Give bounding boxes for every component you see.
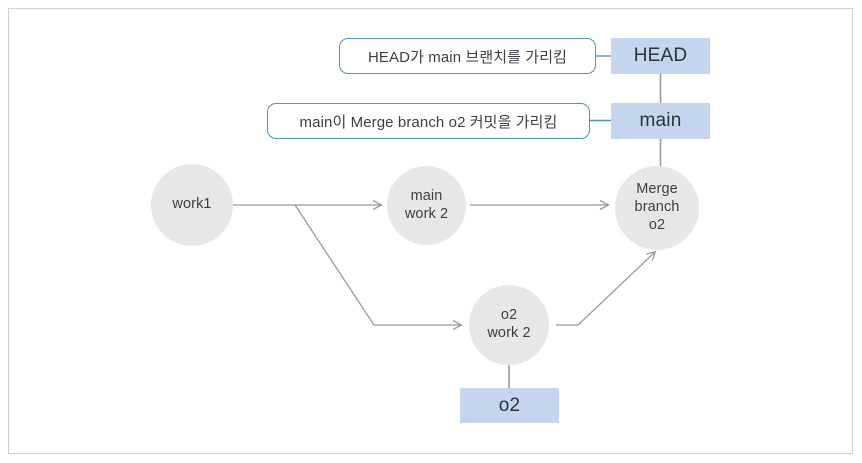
- commit-node-main-work2: main work 2: [387, 166, 466, 245]
- commit-node-work1-label: work1: [172, 196, 212, 213]
- ref-box-o2: o2: [460, 388, 559, 423]
- commit-node-o2-work2-label: o2 work 2: [487, 307, 531, 341]
- edge-work1-to-o2-work2: [294, 204, 463, 331]
- ref-box-head: HEAD: [611, 38, 710, 74]
- commit-node-main-work2-label: main work 2: [404, 187, 449, 222]
- ref-box-main: main: [611, 103, 710, 139]
- commit-node-merge-branch-o2-label: Merge branch o2: [634, 181, 680, 233]
- main-callout: main이 Merge branch o2 커밋을 가리킴: [267, 103, 590, 139]
- commit-node-o2-work2: o2 work 2: [469, 285, 549, 365]
- ref-box-o2-label: o2: [498, 394, 521, 416]
- ref-box-main-label: main: [639, 110, 682, 131]
- ref-box-head-label: HEAD: [633, 45, 688, 66]
- main-callout-text: main이 Merge branch o2 커밋을 가리킴: [299, 113, 558, 131]
- edge-o2-work2-to-merge: [556, 250, 657, 326]
- commit-node-merge-branch-o2: Merge branch o2: [615, 166, 699, 250]
- commit-node-work1: work1: [151, 164, 233, 246]
- head-callout-text: HEAD가 main 브랜치를 가리킴: [368, 48, 567, 66]
- head-callout: HEAD가 main 브랜치를 가리킴: [339, 38, 596, 74]
